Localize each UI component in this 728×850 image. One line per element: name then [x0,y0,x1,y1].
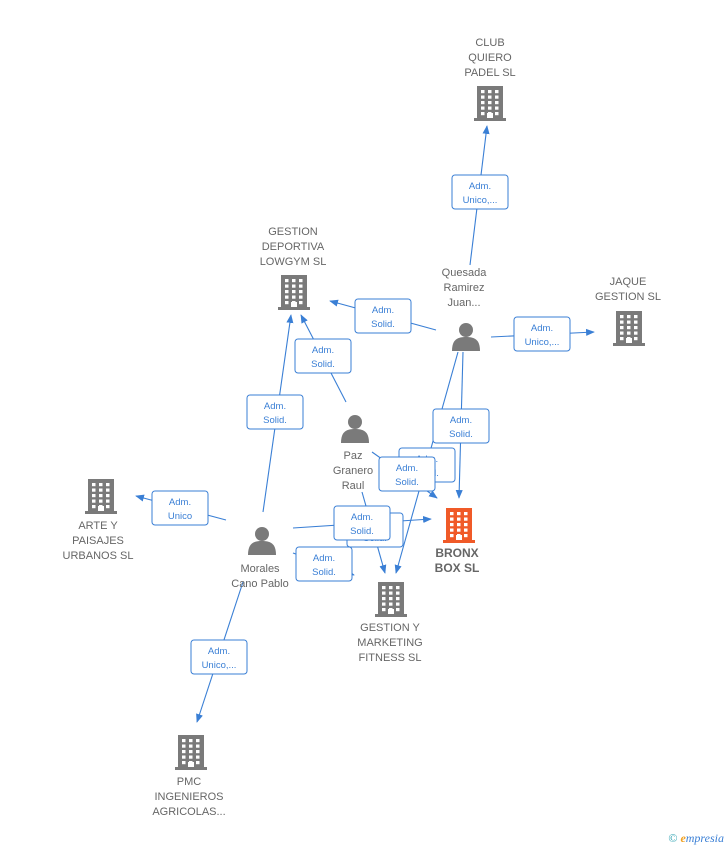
node-label-arte: ARTE Y [78,520,118,532]
relation-text: Unico [168,511,192,522]
relation-text: Unico,... [463,195,498,206]
relation-label-morales-pmc[interactable]: Adm. Unico,... [190,639,248,675]
node-label-lowgym: DEPORTIVA [262,241,325,253]
copyright-icon: © [668,831,678,845]
relation-label-morales-gestion[interactable]: Adm. Solid. [295,546,353,582]
person-icon[interactable] [452,323,480,351]
node-label-club: QUIERO [468,52,512,64]
relation-label-quesada-lowgym[interactable]: Adm. Solid. [354,298,412,334]
node-label-paz: Raul [342,480,365,492]
relation-text: Solid. [312,567,336,578]
nodes-layer: CLUB QUIERO PADEL SL GESTION DEPORTIVA LOWGYM… [63,37,661,818]
relation-text: Adm. [208,646,230,657]
relation-text: Adm. [313,553,335,564]
node-label-arte: URBANOS SL [63,550,134,562]
relation-text: Solid. [311,359,335,370]
node-label-club: CLUB [475,37,504,49]
person-icon[interactable] [341,415,369,443]
relation-text: Solid. [371,319,395,330]
node-label-jaque: JAQUE [610,276,647,288]
relation-label-paz-lowgym[interactable]: Adm. Solid. [294,338,352,374]
relation-text: Adm. [351,512,373,523]
node-label-morales: Morales [240,563,280,575]
relation-text: Adm. [169,497,191,508]
building-icon[interactable] [175,735,207,770]
relation-label-quesada-jaque[interactable]: Adm. Unico,... [513,316,571,352]
node-label-club: PADEL SL [464,67,515,79]
node-pmc[interactable]: PMC INGENIEROS AGRICOLAS... [152,735,226,818]
node-club[interactable]: CLUB QUIERO PADEL SL [464,37,516,121]
relation-text: Solid. [350,526,374,537]
building-icon[interactable] [85,479,117,514]
relation-text: Adm. [396,463,418,474]
building-icon[interactable] [278,275,310,310]
node-label-bronx: BOX SL [435,561,480,575]
node-label-lowgym: GESTION [268,226,318,238]
node-lowgym[interactable]: GESTION DEPORTIVA LOWGYM SL [260,226,327,310]
node-label-gestion: GESTION Y [360,622,420,634]
node-arte[interactable]: ARTE Y PAISAJES URBANOS SL [63,479,134,562]
relation-text: Adm. [264,401,286,412]
node-label-quesada: Juan... [447,297,480,309]
node-quesada[interactable]: QuesadaRamirezJuan... [442,267,488,351]
relation-text: Solid. [449,429,473,440]
node-label-quesada: Quesada [442,267,488,279]
node-gestion[interactable]: GESTION Y MARKETING FITNESS SL [357,582,423,664]
person-icon[interactable] [248,527,276,555]
node-label-quesada: Ramirez [444,282,485,294]
relations-layer: Adm.Unico,...Adm.Solid.Adm.Unico,...Adm.… [151,174,571,675]
building-icon[interactable] [613,311,645,346]
node-label-paz: Paz [344,450,363,462]
node-label-morales: Cano Pablo [231,578,289,590]
brand-name: mpresia [685,831,724,845]
node-label-jaque: GESTION SL [595,291,661,303]
building-icon[interactable] [443,508,475,543]
building-icon[interactable] [375,582,407,617]
relation-label-morales-lowgym[interactable]: Adm. Solid. [246,394,304,430]
node-label-gestion: FITNESS SL [359,652,422,664]
relation-text: Adm. [531,323,553,334]
relation-label-morales-arte[interactable]: Adm. Unico [151,490,209,526]
relation-label-morales-bronx[interactable]: Adm. Solid. [333,505,391,541]
node-label-gestion: MARKETING [357,637,422,649]
footer-brand[interactable]: ©empresia [668,831,724,846]
relation-text: Solid. [263,415,287,426]
relation-text: Adm. [469,181,491,192]
brand-initial: e [680,831,686,845]
relation-label-paz-bronx[interactable]: Adm. Solid. [378,456,436,492]
relation-text: Adm. [450,415,472,426]
node-label-pmc: AGRICOLAS... [152,806,225,818]
node-label-arte: PAISAJES [72,535,124,547]
node-label-pmc: PMC [177,776,202,788]
node-label-bronx: BRONX [435,546,478,560]
node-label-paz: Granero [333,465,373,477]
relation-text: Unico,... [202,660,237,671]
relation-label-quesada-bronx[interactable]: Adm. Solid. [432,408,490,444]
node-label-lowgym: LOWGYM SL [260,256,327,268]
relation-label-quesada-club[interactable]: Adm. Unico,... [451,174,509,210]
building-icon[interactable] [474,86,506,121]
node-label-pmc: INGENIEROS [154,791,223,803]
relation-text: Adm. [372,305,394,316]
node-jaque[interactable]: JAQUE GESTION SL [595,276,661,346]
relation-text: Solid. [395,477,419,488]
relation-text: Unico,... [525,337,560,348]
relation-text: Adm. [312,345,334,356]
